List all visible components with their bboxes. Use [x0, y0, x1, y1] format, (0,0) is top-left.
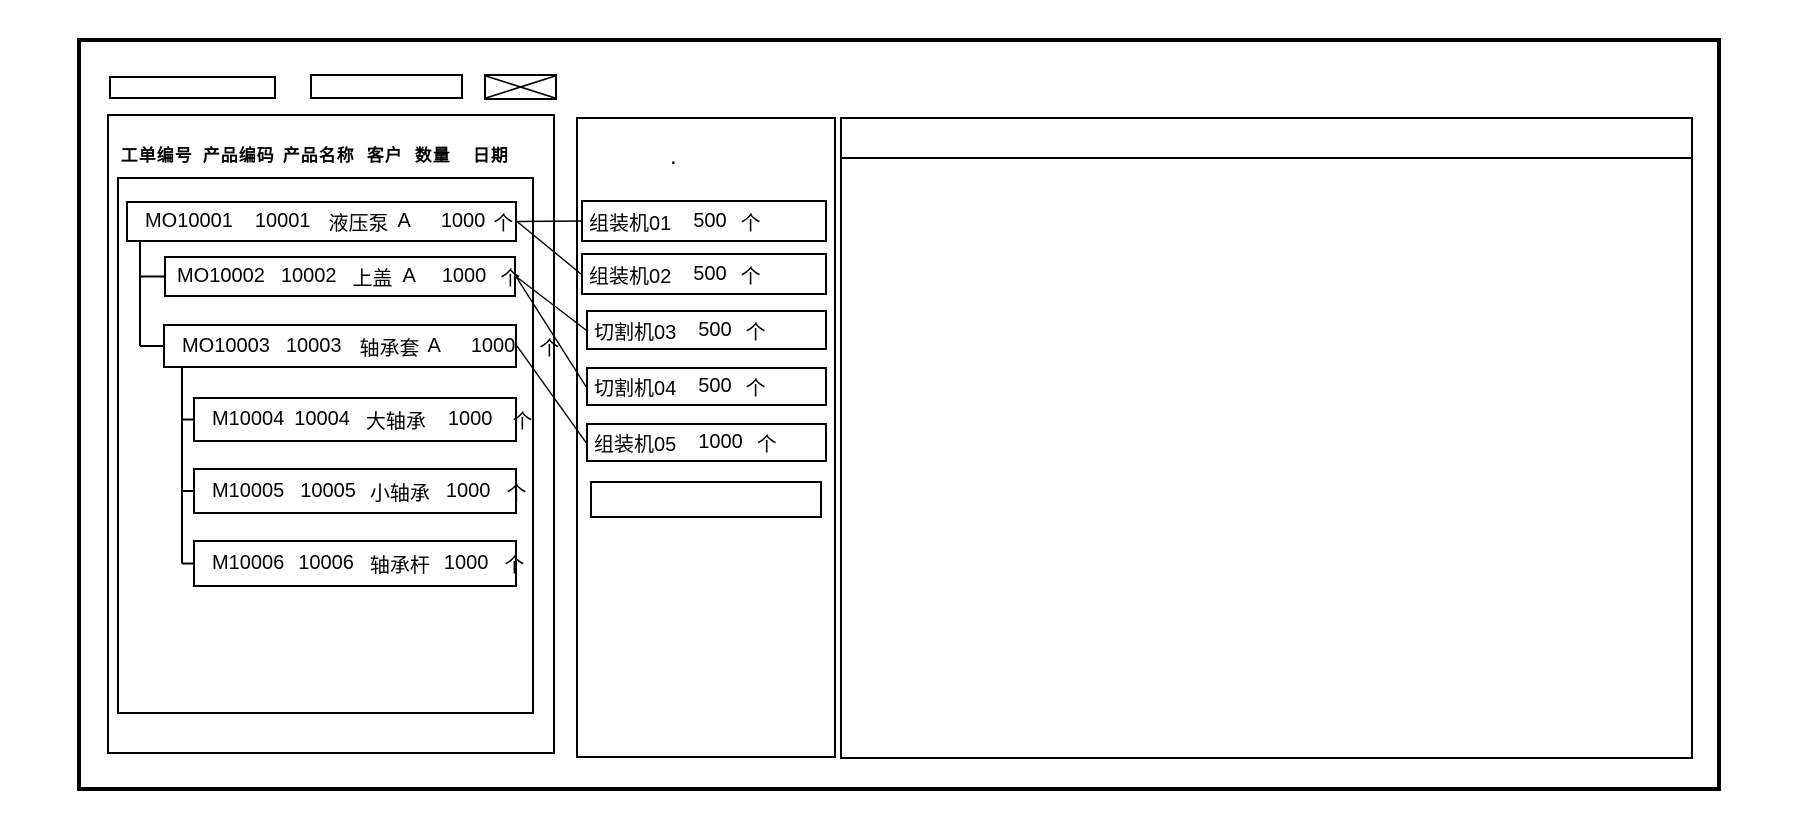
unit: 个 [756, 434, 777, 456]
quantity: 1000 [447, 408, 493, 430]
unit: 个 [740, 212, 761, 235]
unit: 个 [539, 337, 560, 360]
machine-name: 组装机02 [589, 265, 672, 288]
product-code: 10002 [280, 265, 337, 287]
customer: A [427, 334, 441, 357]
x-icon [486, 76, 555, 98]
column-header-date: 日期 [473, 146, 509, 165]
machine-name: 切割机03 [594, 321, 677, 344]
product-name: 上盖 [352, 268, 393, 290]
order-no: MO10003 [182, 334, 270, 357]
unit: 个 [745, 321, 766, 344]
machine-slot-empty[interactable] [590, 481, 822, 518]
product-code: 10003 [285, 334, 342, 357]
machine-row[interactable]: 切割机04 500 个 [586, 367, 827, 406]
machine-name: 组装机01 [589, 212, 672, 235]
detail-panel-divider [842, 157, 1691, 159]
quantity: 1000 [470, 334, 516, 357]
customer: A [402, 265, 416, 287]
product-code: 10004 [294, 408, 350, 430]
product-name: 轴承套 [359, 337, 420, 360]
work-order-row[interactable]: M10004 10004 大轴承 1000 个 [193, 397, 532, 442]
order-no: M10006 [212, 552, 285, 574]
unit: 个 [506, 482, 527, 505]
column-header-product-name: 产品名称 [283, 146, 355, 165]
quantity: 1000 [440, 210, 486, 232]
unit: 个 [504, 555, 525, 577]
quantity: 1000 [698, 431, 743, 453]
machine-row[interactable]: 组装机05 1000 个 [586, 423, 827, 462]
quantity: 1000 [445, 479, 491, 502]
order-no: M10005 [212, 479, 285, 502]
image-placeholder-button[interactable] [484, 74, 557, 100]
quantity: 500 [698, 318, 732, 341]
column-header-customer: 客户 [367, 146, 403, 165]
work-order-row[interactable]: MO10001 10001 液压泵 A 1000 个 [126, 201, 517, 242]
column-header-quantity: 数量 [415, 146, 451, 165]
toolbar-input-2[interactable] [310, 74, 463, 99]
order-no: MO10002 [177, 265, 265, 287]
machine-row[interactable]: 组装机02 500 个 [581, 253, 827, 295]
work-order-row[interactable]: MO10003 10003 轴承套 A 1000 个 [163, 324, 559, 368]
unit: 个 [745, 378, 766, 400]
dot-mark: . [670, 143, 677, 170]
work-order-row[interactable]: MO10002 10002 上盖 A 1000 个 [164, 256, 520, 297]
machine-row[interactable]: 切割机03 500 个 [586, 310, 827, 350]
quantity: 500 [698, 375, 732, 397]
schedule-detail-panel [840, 117, 1693, 759]
order-no: MO10001 [145, 210, 233, 232]
column-header-product-code: 产品编码 [203, 146, 275, 165]
unit: 个 [512, 411, 533, 433]
toolbar-input-1[interactable] [109, 76, 276, 99]
quantity: 1000 [443, 552, 489, 574]
quantity: 500 [693, 262, 727, 285]
unit: 个 [500, 268, 521, 290]
work-order-row[interactable]: M10005 10005 小轴承 1000 个 [193, 468, 526, 514]
product-code: 10001 [254, 210, 311, 232]
order-no: M10004 [212, 408, 285, 430]
product-name: 轴承杆 [369, 555, 430, 577]
product-name: 液压泵 [328, 213, 389, 235]
machine-row[interactable]: 组装机01 500 个 [581, 200, 827, 242]
unit: 个 [740, 265, 761, 288]
work-order-row[interactable]: M10006 10006 轴承杆 1000 个 [193, 540, 524, 587]
machine-name: 切割机04 [594, 378, 677, 400]
product-name: 小轴承 [369, 482, 430, 505]
customer: A [397, 210, 411, 232]
product-code: 10005 [300, 479, 356, 502]
product-name: 大轴承 [365, 411, 426, 433]
quantity: 1000 [441, 265, 487, 287]
column-header-order-no: 工单编号 [121, 146, 193, 165]
product-code: 10006 [298, 552, 354, 574]
machine-name: 组装机05 [594, 434, 677, 456]
quantity: 500 [693, 209, 727, 232]
unit: 个 [493, 213, 514, 235]
